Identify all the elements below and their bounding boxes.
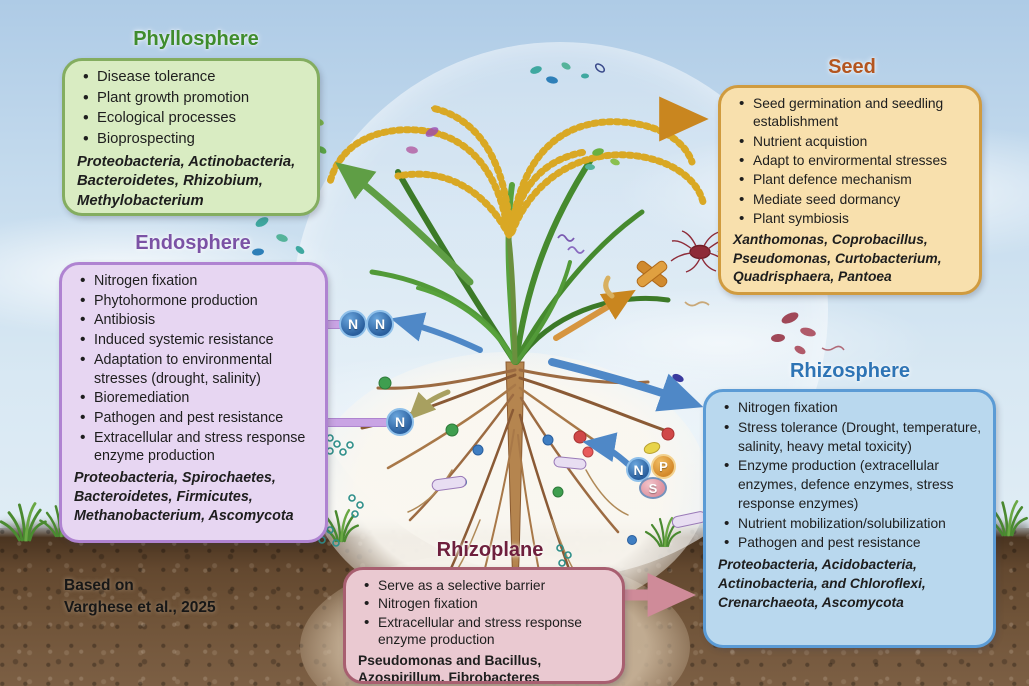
nitrogen-node: N xyxy=(386,408,414,436)
seed-taxa: Xanthomonas, Coprobacillus, Pseudomonas,… xyxy=(733,232,942,285)
bullet-item: Nitrogen fixation xyxy=(364,594,613,614)
sulfur-label: S xyxy=(648,480,658,496)
nitrogen-label: N xyxy=(347,316,359,332)
endosphere-title: Endosphere xyxy=(135,232,251,254)
endosphere-box: Nitrogen fixationPhytohormone production… xyxy=(59,262,328,543)
bullet-item: Pathogen and pest resistance xyxy=(724,533,984,553)
rhizoplane-title: Rhizoplane xyxy=(436,539,544,561)
bullet-item: Adaptation to environmental stresses (dr… xyxy=(80,350,316,388)
caption-line1: Based on xyxy=(64,577,134,594)
rhizoplane-box: Serve as a selective barrierNitrogen fix… xyxy=(343,567,625,684)
seed-box: Seed germination and seedling establishm… xyxy=(718,85,982,295)
bullet-item: Seed germination and seedling establishm… xyxy=(739,94,970,132)
bullet-item: Phytohormone production xyxy=(80,291,316,311)
source-caption: Based on Varghese et al., 2025 xyxy=(64,575,216,618)
phyllosphere-taxa: Proteobacteria, Actinobacteria, Bacteroi… xyxy=(77,153,296,210)
bullet-item: Nitrogen fixation xyxy=(80,271,316,291)
bullet-item: Nutrient mobilization/solubilization xyxy=(724,514,984,534)
rhizoplane-taxa: Pseudomonas and Bacillus, Azospirillum, … xyxy=(358,652,542,684)
bullet-item: Serve as a selective barrier xyxy=(364,576,613,596)
rhizosphere-bullet-list: Nitrogen fixationStress tolerance (Droug… xyxy=(714,398,984,554)
bullet-item: Stress tolerance (Drought, temperature, … xyxy=(724,418,984,457)
bullet-item: Plant growth promotion xyxy=(83,88,308,109)
bullet-item: Plant symbiosis xyxy=(739,209,970,230)
rhizosphere-title: Rhizosphere xyxy=(789,360,911,382)
bullet-item: Extracellular and stress response enzyme… xyxy=(80,428,316,466)
nitrogen-label: N xyxy=(374,316,386,332)
nitrogen-label: N xyxy=(394,414,406,430)
bullet-item: Nitrogen fixation xyxy=(724,398,984,418)
seed-bullet-list: Seed germination and seedling establishm… xyxy=(729,94,970,230)
phosphorus-label: P xyxy=(659,459,668,474)
bullet-item: Adapt to envirormental stresses xyxy=(739,151,970,172)
phyllosphere-title: Phyllosphere xyxy=(133,28,259,50)
bullet-item: Enzyme production (extracellular enzymes… xyxy=(724,456,984,513)
nitrogen-node: N xyxy=(339,310,367,338)
bullet-item: Nutrient acquistion xyxy=(739,132,970,153)
phosphorus-node: P xyxy=(651,454,676,479)
bullet-item: Pathogen and pest resistance xyxy=(80,408,316,428)
sulfur-node: S xyxy=(639,477,667,499)
bullet-item: Bioremediation xyxy=(80,388,316,408)
nitrogen-label: N xyxy=(633,461,644,478)
endosphere-taxa: Proteobacteria, Spirochaetes, Bacteroide… xyxy=(74,470,294,524)
rhizosphere-taxa: Proteobacteria, Acidobacteria, Actinobac… xyxy=(718,557,926,610)
bullet-item: Induced systemic resistance xyxy=(80,330,316,350)
bullet-item: Extracellular and stress response enzyme… xyxy=(364,613,613,649)
rhizosphere-box: Nitrogen fixationStress tolerance (Droug… xyxy=(703,389,996,648)
bullet-item: Ecological processes xyxy=(83,108,308,129)
nitrogen-node: N xyxy=(366,310,394,338)
caption-line2: Varghese et al., 2025 xyxy=(64,598,216,616)
endosphere-connector-bottom xyxy=(324,418,390,427)
endosphere-bullet-list: Nitrogen fixationPhytohormone production… xyxy=(70,271,316,466)
bullet-item: Plant defence mechanism xyxy=(739,170,970,191)
bullet-item: Bioprospecting xyxy=(83,129,308,150)
rhizoplane-bullet-list: Serve as a selective barrierNitrogen fix… xyxy=(354,576,613,649)
seed-title: Seed xyxy=(828,56,876,78)
bullet-item: Antibiosis xyxy=(80,310,316,330)
bullet-item: Disease tolerance xyxy=(83,67,308,88)
phyllosphere-bullet-list: Disease tolerancePlant growth promotionE… xyxy=(73,67,308,150)
phyllosphere-box: Disease tolerancePlant growth promotionE… xyxy=(62,58,320,216)
bullet-item: Mediate seed dormancy xyxy=(739,190,970,211)
